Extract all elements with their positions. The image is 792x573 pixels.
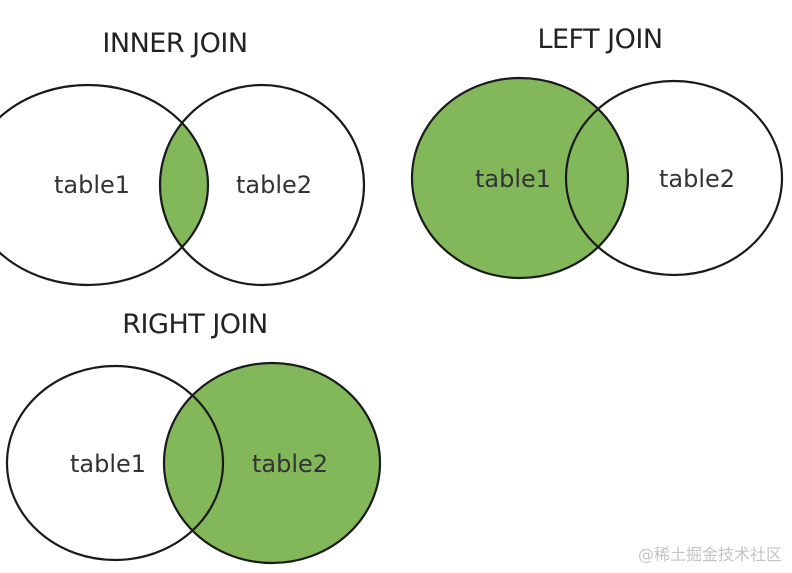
left-join-table2-label: table2	[659, 165, 735, 193]
right-join-table2-label: table2	[252, 450, 328, 478]
inner-join-table2-label: table2	[236, 171, 312, 199]
inner-join-table1-circle	[0, 83, 210, 287]
left-join-table1-fill	[412, 78, 628, 278]
inner-join-table1-label: table1	[54, 171, 130, 199]
left-join-table2-circle	[564, 79, 784, 277]
inner-join-title: INNER JOIN	[102, 28, 247, 59]
right-join-title: RIGHT JOIN	[122, 309, 267, 340]
right-join-diagram: RIGHT JOIN table1 table2	[5, 309, 382, 565]
right-join-table1-circle	[5, 364, 225, 562]
left-join-table1-label: table1	[475, 165, 551, 193]
right-join-table1-label: table1	[70, 450, 146, 478]
inner-join-table2-circle	[158, 83, 366, 287]
left-join-diagram: LEFT JOIN table1 table2	[410, 24, 784, 280]
right-join-table2-fill	[164, 363, 380, 563]
watermark: @稀土掘金技术社区	[637, 545, 782, 564]
left-join-title: LEFT JOIN	[537, 24, 662, 55]
inner-join-diagram: INNER JOIN table1 table2	[0, 28, 366, 287]
left-join-table1-circle	[410, 76, 630, 280]
right-join-table2-circle	[162, 361, 382, 565]
